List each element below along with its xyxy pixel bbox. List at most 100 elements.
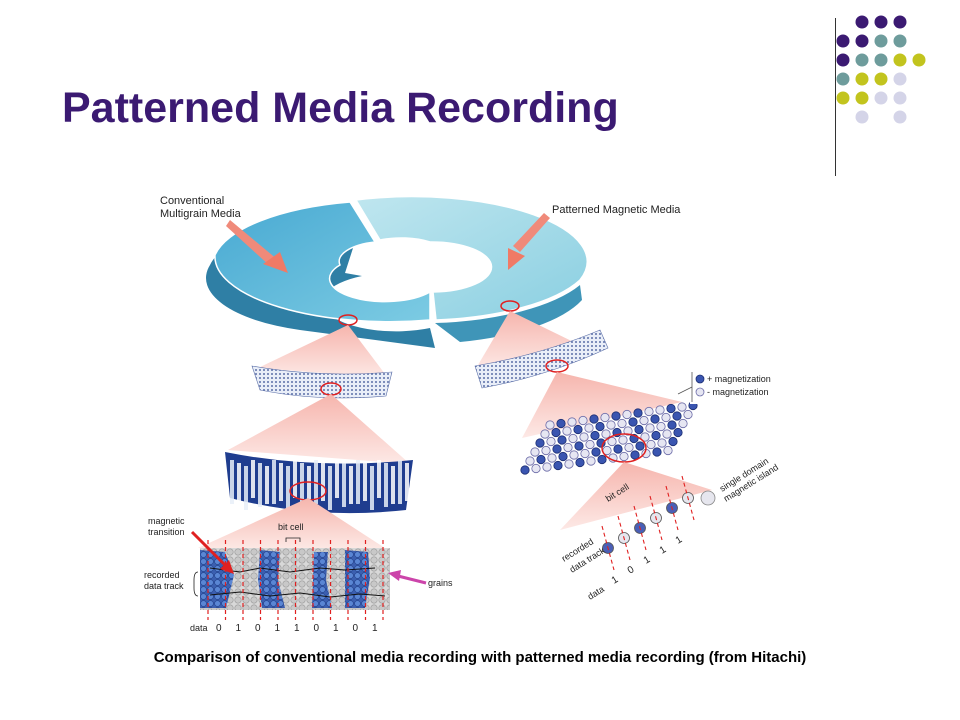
magnetic-island xyxy=(634,424,644,435)
grain-stripe xyxy=(230,460,234,504)
arrow-magnetic-transition xyxy=(190,530,228,568)
grain-band-stripes xyxy=(230,460,409,510)
magnetic-island xyxy=(606,420,616,430)
data-bit-left: 0 xyxy=(255,623,261,634)
magnetic-island xyxy=(640,432,650,442)
single-domain-island xyxy=(700,490,716,506)
grain-stripe xyxy=(314,460,318,504)
decorative-dot xyxy=(893,110,907,124)
bracket-bit-cell-left xyxy=(285,537,301,542)
magnetic-island xyxy=(618,435,628,445)
bit-cell-dashed-line-right xyxy=(617,515,631,561)
bit-cell-dashed-line-right xyxy=(681,475,695,521)
magnetic-island xyxy=(520,465,530,475)
data-bit-right: 1 xyxy=(658,544,669,557)
magnetic-island xyxy=(553,460,563,471)
magnetic-island xyxy=(623,426,633,436)
legend-plus-marker xyxy=(695,374,705,384)
grain-stripe xyxy=(363,463,367,501)
grain-stripe xyxy=(286,466,290,510)
bit-cell-dashed-line-right xyxy=(633,505,647,551)
data-bit-left: 0 xyxy=(353,623,359,634)
disk-spindle-hole xyxy=(360,243,456,281)
disk-left-half xyxy=(214,201,431,323)
divider-line xyxy=(835,18,836,176)
grain-stripe xyxy=(356,460,360,504)
magnetic-island xyxy=(545,420,555,430)
zoom-cone-right-1 xyxy=(475,311,590,370)
bit-cell-dashed-lines-right xyxy=(601,475,695,571)
magnetic-island xyxy=(536,454,546,465)
magnetic-island xyxy=(586,456,596,466)
disk-right-half-edge xyxy=(435,285,582,342)
magnetic-island xyxy=(655,405,665,415)
magnetic-island xyxy=(597,454,607,465)
magnetic-island xyxy=(541,445,551,456)
grain-stripe xyxy=(405,463,409,501)
decorative-dot xyxy=(874,72,888,86)
grain-stripe xyxy=(272,460,276,504)
bit-region-4 xyxy=(345,550,370,608)
bit-cell-dashed-lines xyxy=(207,540,384,620)
magnetic-island xyxy=(651,430,661,441)
magnetic-island xyxy=(661,412,671,423)
magnetic-island xyxy=(600,412,610,423)
zoom-cone-left-1 xyxy=(258,325,388,378)
grain-stripe xyxy=(265,466,269,504)
label-grains: grains xyxy=(428,578,453,588)
grain-stripe xyxy=(293,460,297,498)
decorative-dot xyxy=(893,91,907,105)
disk-right-half xyxy=(354,195,588,321)
magnetic-island xyxy=(678,418,688,429)
arrow-patterned-head xyxy=(508,248,525,270)
magnetic-island xyxy=(591,447,601,457)
grain-stripe xyxy=(377,460,381,498)
magnetic-island xyxy=(595,421,605,432)
data-bit-right: 0 xyxy=(626,564,637,577)
magnetic-island xyxy=(601,429,611,439)
magnetic-island xyxy=(552,444,562,454)
decorative-dot xyxy=(836,91,850,105)
grain-stripe xyxy=(279,463,283,501)
decorative-dot xyxy=(912,53,926,67)
grain-stripe xyxy=(237,463,241,501)
magnetic-island xyxy=(619,451,629,462)
magnetic-island xyxy=(663,445,673,456)
zoom-cone-left-3 xyxy=(198,498,388,550)
arrow-conventional xyxy=(226,220,278,266)
label-conventional-1: Conventional xyxy=(160,195,224,207)
grain-stripe xyxy=(384,463,388,507)
track-segment-right xyxy=(474,329,609,389)
data-bit-left: 1 xyxy=(333,623,339,634)
magnetic-island xyxy=(562,426,572,436)
magnetic-island xyxy=(672,411,682,421)
grain-stripe xyxy=(300,463,304,507)
decorative-dot xyxy=(855,53,869,67)
decorative-dot xyxy=(836,34,850,48)
data-bit-right: 1 xyxy=(674,534,685,547)
magnetic-island xyxy=(622,409,632,420)
magnetic-island xyxy=(557,435,567,445)
grain-stripe xyxy=(391,466,395,504)
label-conventional-2: Multigrain Media xyxy=(160,208,242,220)
decorative-dot xyxy=(836,53,850,67)
magnetic-island xyxy=(633,408,643,418)
legend-plus-label: + magnetization xyxy=(707,374,771,384)
bit-cell-dashed-line-right xyxy=(601,525,615,571)
legend-minus-label: - magnetization xyxy=(707,387,769,397)
magnetic-island xyxy=(652,447,662,457)
grain-stripe xyxy=(342,463,346,507)
magnetic-island xyxy=(540,429,550,439)
label-recorded-track-left-1: recorded xyxy=(144,570,180,580)
arrow-grains-head xyxy=(388,570,401,581)
magnetic-island xyxy=(551,427,561,438)
grain-stripe xyxy=(307,466,311,504)
island-array xyxy=(520,400,698,475)
arrow-magnetic-transition-head xyxy=(220,560,234,574)
magnetic-island xyxy=(573,424,583,435)
magnetic-island xyxy=(525,456,535,466)
magnetic-island xyxy=(530,447,540,457)
magnetic-island xyxy=(563,442,573,453)
bit-cell-dashed-line-right xyxy=(649,495,663,541)
